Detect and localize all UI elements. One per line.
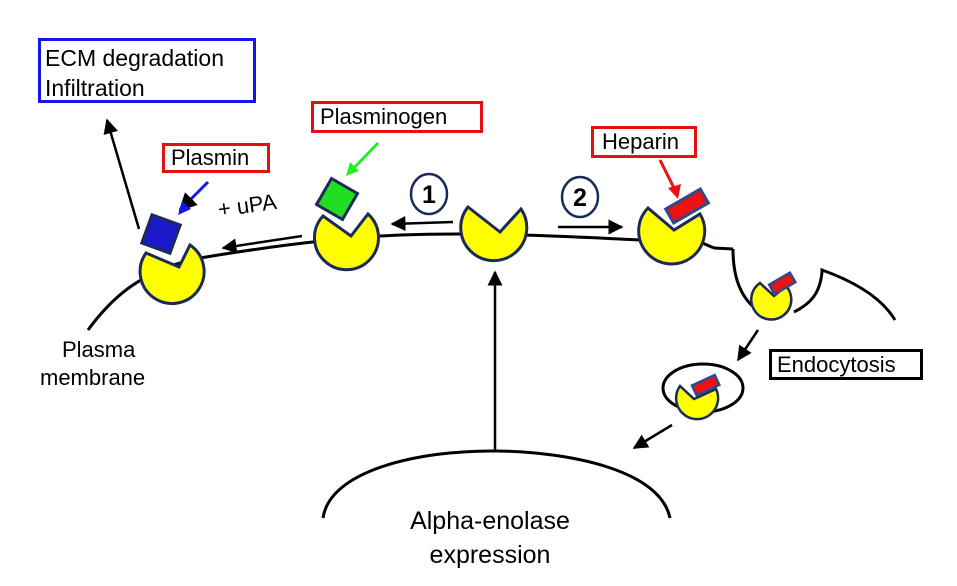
arrow-endocytosis bbox=[736, 329, 760, 362]
arrow-step-1 bbox=[390, 216, 454, 232]
plasma-label-line2: membrane bbox=[40, 365, 146, 390]
enolase-plasmin bbox=[138, 212, 206, 306]
heparin-arrowhead bbox=[668, 184, 681, 199]
heparin-bar-pit bbox=[767, 270, 798, 296]
plasminogen-arrowhead bbox=[346, 162, 359, 176]
enolase-plasminogen bbox=[313, 176, 380, 272]
enolase-heparin-vesicle bbox=[674, 373, 721, 421]
step-2-number: 2 bbox=[573, 184, 587, 212]
ecm-degradation-box: ECM degradation Infiltration bbox=[38, 38, 256, 103]
plasminogen-label: Plasminogen bbox=[311, 101, 483, 133]
infiltration-label: Infiltration bbox=[45, 75, 145, 101]
heparin-pointer-arrow bbox=[658, 159, 677, 191]
alpha-label-line1: Alpha-enolase bbox=[410, 507, 570, 535]
arrow-upa bbox=[221, 234, 303, 254]
plasminogen-square bbox=[314, 176, 360, 222]
heparin-bar-vesicle bbox=[690, 373, 721, 398]
plasmin-square bbox=[139, 212, 183, 256]
plasmin-label: Plasmin bbox=[162, 143, 270, 173]
alpha-enolase-expression-label: Alpha-enolase expression bbox=[400, 504, 580, 572]
arrow-vesicle-to-nucleus bbox=[632, 423, 673, 450]
plasminogen-pointer-arrow bbox=[350, 141, 380, 172]
plasmin-arrowhead bbox=[178, 201, 191, 215]
ecm-degradation-label: ECM degradation bbox=[45, 45, 224, 71]
enolase-heparin-pit bbox=[750, 270, 798, 321]
step-1-number: 1 bbox=[422, 181, 436, 209]
alpha-label-line2: expression bbox=[429, 541, 551, 569]
arrow-to-ecm bbox=[103, 118, 141, 230]
heparin-label: Heparin bbox=[591, 126, 697, 158]
endocytosis-label: Endocytosis bbox=[769, 349, 923, 380]
plasma-membrane-label: Plasma membrane bbox=[40, 336, 145, 392]
enolase-free bbox=[459, 204, 529, 263]
enolase-heparin bbox=[637, 187, 711, 266]
step-2-circle bbox=[560, 175, 600, 219]
plasma-label-line1: Plasma bbox=[62, 337, 136, 362]
heparin-bar bbox=[663, 187, 711, 225]
step-1-circle bbox=[409, 172, 449, 216]
nucleus-arc bbox=[321, 449, 672, 519]
